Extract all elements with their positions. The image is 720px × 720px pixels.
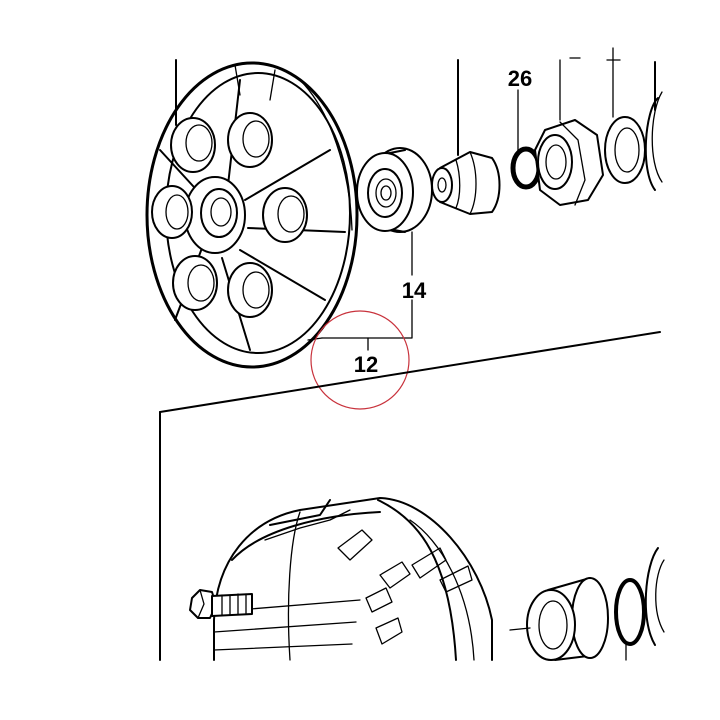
cylindrical-sleeve: [509, 577, 609, 661]
highlight-circle: [310, 310, 410, 410]
piston-bore-5: [172, 255, 218, 311]
o-ring-lower: [614, 578, 646, 661]
hex-nut: [534, 57, 604, 206]
leader-lines-upper: [307, 231, 413, 351]
tapered-sleeve: [431, 59, 501, 215]
piston-bore-6: [151, 185, 193, 239]
cylinder-cage: [213, 497, 493, 661]
label-part-12: 12: [354, 352, 378, 377]
housing-edge-lower-right: [644, 547, 665, 646]
hex-bolt: [189, 589, 253, 619]
label-part-26: 26: [508, 66, 532, 91]
piston-bore-3: [262, 187, 308, 243]
piston-bore-4: [227, 262, 273, 318]
rotor-disc: [145, 59, 359, 369]
label-part-14: 14: [402, 278, 427, 303]
flat-washer: [604, 47, 646, 184]
housing-edge-right: [644, 61, 663, 191]
o-ring: [510, 89, 542, 190]
piston-bore-1: [170, 117, 216, 173]
piston-bore-2: [227, 112, 273, 168]
ball-bearing: [356, 147, 433, 233]
section-divider: [159, 331, 661, 661]
